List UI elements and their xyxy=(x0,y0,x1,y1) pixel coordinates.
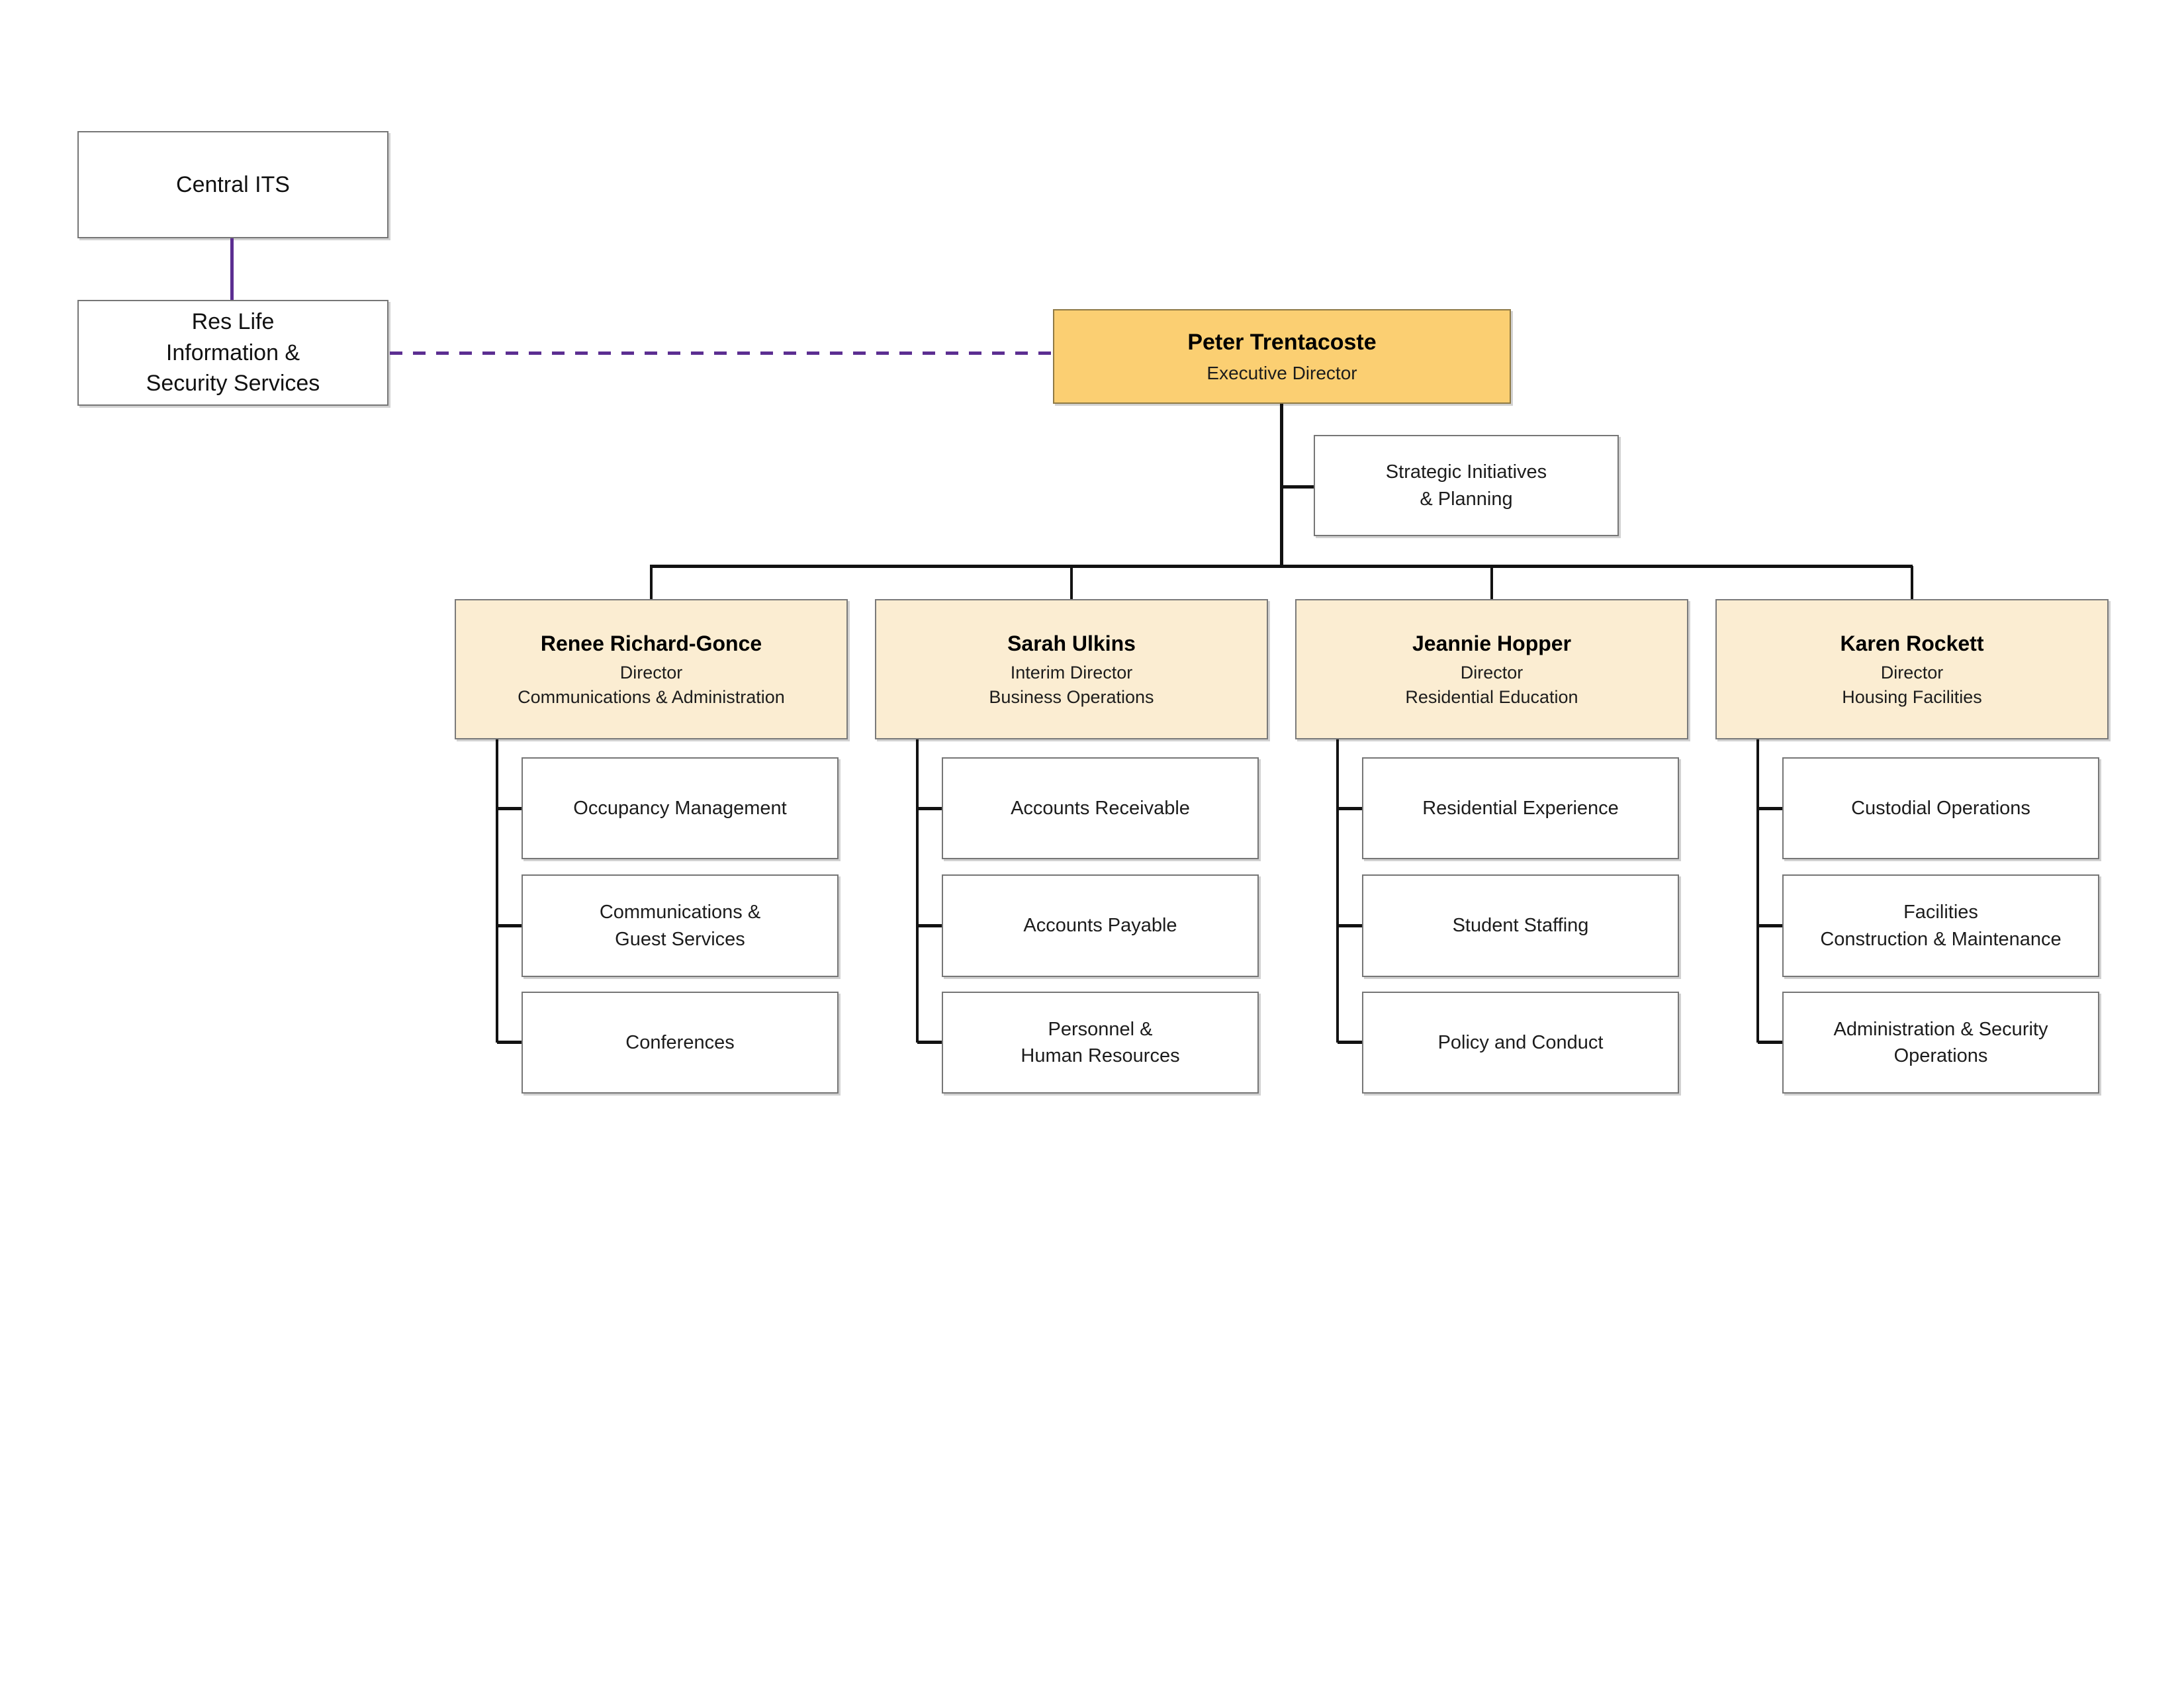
unit-box-2-2: Accounts Payable xyxy=(942,874,1259,977)
unit-box-4-2: Facilities Construction & Maintenance xyxy=(1782,874,2099,977)
connector-drop-director-3 xyxy=(1490,566,1493,600)
connector-unit-2-1-stub xyxy=(917,807,944,810)
connector-unit-3-3-stub xyxy=(1338,1041,1364,1044)
director-1-name: Renee Richard-Gonce xyxy=(540,631,762,655)
staff-box-line-2: & Planning xyxy=(1420,488,1513,510)
connector-drop-director-1 xyxy=(650,566,653,600)
director-box-2: Sarah Ulkins Interim Director Business O… xyxy=(875,599,1268,739)
unit-box-1-2: Communications & Guest Services xyxy=(522,874,839,977)
unit-box-1-1: Occupancy Management xyxy=(522,757,839,859)
unit-box-3-3: Policy and Conduct xyxy=(1362,992,1679,1094)
connector-unit-4-1-stub xyxy=(1758,807,1784,810)
director-1-department: Communications & Administration xyxy=(518,687,785,708)
unit-box-2-3: Personnel & Human Resources xyxy=(942,992,1259,1094)
connector-column-4-stem xyxy=(1756,739,1759,1043)
connector-unit-3-2-stub xyxy=(1338,924,1364,927)
connector-director-rail xyxy=(650,565,1913,568)
director-3-title: Director xyxy=(1460,662,1524,682)
connector-column-3-stem xyxy=(1336,739,1339,1043)
res-life-box: Res Life Information & Security Services xyxy=(77,300,388,406)
unit-box-4-3: Administration & Security Operations xyxy=(1782,992,2099,1094)
dashed-connector-reslife-to-executive xyxy=(390,352,1052,355)
res-life-line-2: Information & xyxy=(165,340,300,365)
unit-box-4-1: Custodial Operations xyxy=(1782,757,2099,859)
connector-unit-2-3-stub xyxy=(917,1041,944,1044)
connector-unit-1-2-stub xyxy=(497,924,523,927)
director-3-name: Jeannie Hopper xyxy=(1412,631,1572,655)
connector-staff-stub xyxy=(1281,485,1316,489)
director-2-department: Business Operations xyxy=(989,687,1154,708)
connector-unit-3-1-stub xyxy=(1338,807,1364,810)
staff-box: Strategic Initiatives & Planning xyxy=(1314,435,1619,536)
director-1-title: Director xyxy=(619,662,683,682)
central-its-label: Central ITS xyxy=(176,171,290,197)
director-box-1: Renee Richard-Gonce Director Communicati… xyxy=(455,599,848,739)
connector-column-2-stem xyxy=(916,739,919,1043)
executive-title: Executive Director xyxy=(1206,362,1357,383)
connector-unit-4-2-stub xyxy=(1758,924,1784,927)
executive-box: Peter Trentacoste Executive Director xyxy=(1053,309,1511,404)
connector-column-1-stem xyxy=(496,739,498,1043)
director-4-name: Karen Rockett xyxy=(1840,631,1984,655)
director-4-title: Director xyxy=(1880,662,1944,682)
director-2-title: Interim Director xyxy=(1010,662,1133,682)
director-box-4: Karen Rockett Director Housing Facilitie… xyxy=(1715,599,2109,739)
connector-unit-1-1-stub xyxy=(497,807,523,810)
res-life-line-3: Security Services xyxy=(146,371,320,397)
director-2-name: Sarah Ulkins xyxy=(1007,631,1136,655)
res-life-line-1: Res Life xyxy=(191,308,275,334)
connector-drop-director-4 xyxy=(1911,566,1913,600)
executive-name: Peter Trentacoste xyxy=(1187,329,1377,355)
unit-box-3-2: Student Staffing xyxy=(1362,874,1679,977)
connector-central-to-reslife xyxy=(230,238,234,300)
unit-box-1-3: Conferences xyxy=(522,992,839,1094)
connector-unit-2-2-stub xyxy=(917,924,944,927)
director-3-department: Residential Education xyxy=(1405,687,1578,708)
connector-unit-1-3-stub xyxy=(497,1041,523,1044)
connector-unit-4-3-stub xyxy=(1758,1041,1784,1044)
unit-box-2-1: Accounts Receivable xyxy=(942,757,1259,859)
connector-drop-director-2 xyxy=(1070,566,1073,600)
staff-box-line-1: Strategic Initiatives xyxy=(1385,461,1547,483)
director-4-department: Housing Facilities xyxy=(1842,687,1982,708)
central-its-box: Central ITS xyxy=(77,131,388,238)
director-box-3: Jeannie Hopper Director Residential Educ… xyxy=(1295,599,1688,739)
unit-box-3-1: Residential Experience xyxy=(1362,757,1679,859)
